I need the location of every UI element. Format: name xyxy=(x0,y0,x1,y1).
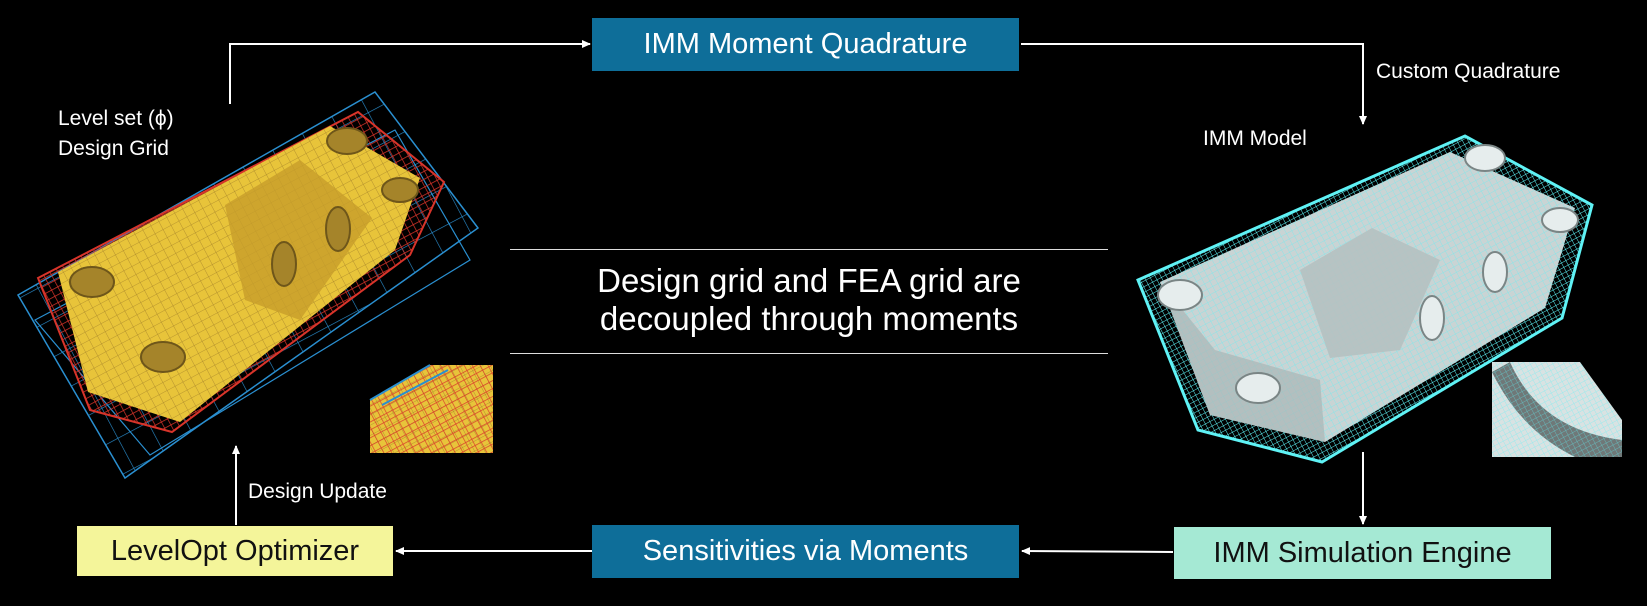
left-hole-4 xyxy=(381,177,419,203)
right-part-group xyxy=(1136,134,1622,464)
right-hole-3 xyxy=(1464,144,1506,172)
central-divider-bottom xyxy=(510,353,1108,354)
central-divider-top xyxy=(510,249,1108,250)
left-yellow-rib xyxy=(225,160,372,320)
left-hole-3 xyxy=(326,127,368,155)
right-hole-5 xyxy=(1419,295,1445,341)
central-line-1: Design grid and FEA grid are xyxy=(597,262,1021,299)
level-set-label: Level set (ϕ) xyxy=(58,107,174,130)
imm-model-label: IMM Model xyxy=(1203,127,1307,150)
right-hole-2 xyxy=(1235,372,1281,404)
right-hole-4 xyxy=(1541,207,1579,233)
imm-simulation-engine-box: IMM Simulation Engine xyxy=(1174,527,1551,579)
right-hole-6 xyxy=(1482,251,1508,293)
left-part-group xyxy=(16,91,493,480)
central-statement: Design grid and FEA grid are decoupled t… xyxy=(510,262,1108,338)
sensitivities-box: Sensitivities via Moments xyxy=(592,525,1019,578)
central-line-2: decoupled through moments xyxy=(599,300,1019,337)
design-update-label: Design Update xyxy=(248,480,387,503)
right-part-side xyxy=(1160,282,1325,442)
arrow-quadrature-to-model xyxy=(1021,43,1367,125)
imm-moment-quadrature-box: IMM Moment Quadrature xyxy=(592,18,1019,71)
left-hole-1 xyxy=(69,266,115,298)
custom-quadrature-label: Custom Quadrature xyxy=(1376,60,1561,83)
left-hole-5 xyxy=(271,241,297,287)
right-hole-1 xyxy=(1157,279,1203,311)
left-hole-2 xyxy=(140,341,186,373)
levelopt-optimizer-box: LevelOpt Optimizer xyxy=(77,526,393,576)
left-hole-6 xyxy=(325,206,351,252)
right-part-rib xyxy=(1300,228,1440,358)
arrow-left-to-quadrature xyxy=(229,40,591,104)
design-grid-label: Design Grid xyxy=(58,137,169,160)
arrow-engine-to-sensitivities xyxy=(1021,547,1174,556)
